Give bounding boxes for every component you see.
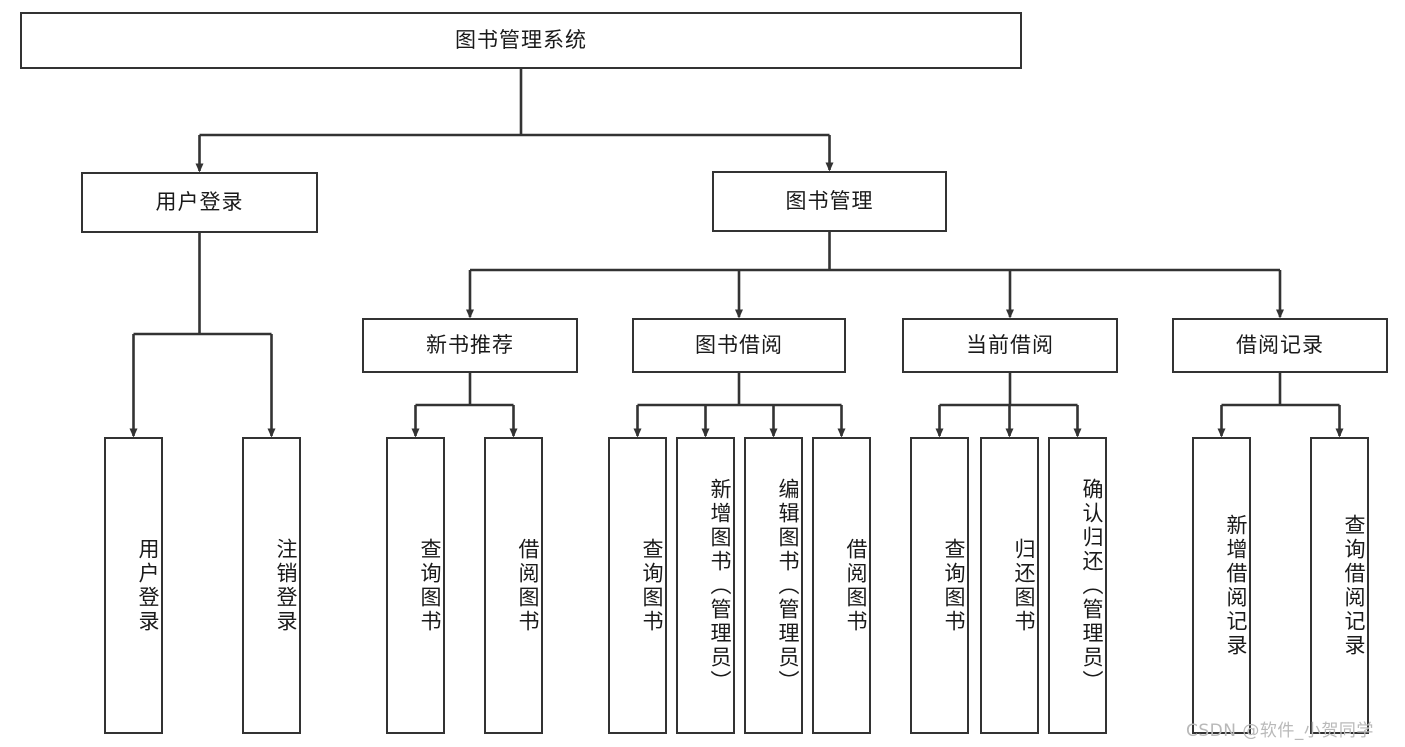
node-leaf-confirm-return-label: 确认归还（管理员） — [1080, 477, 1104, 694]
watermark: CSDN @软件_小贺同学 — [1186, 721, 1374, 741]
node-book-borrow-label: 图书借阅 — [695, 332, 783, 357]
node-root-label: 图书管理系统 — [455, 27, 587, 52]
node-current-borrow[interactable]: 当前借阅 — [902, 318, 1118, 373]
node-root[interactable]: 图书管理系统 — [20, 12, 1022, 69]
node-book-borrow[interactable]: 图书借阅 — [632, 318, 846, 373]
node-leaf-add-borrow-record-label: 新增借阅记录 — [1224, 513, 1248, 658]
node-book-manage[interactable]: 图书管理 — [712, 171, 947, 232]
node-user-login-label: 用户登录 — [155, 189, 244, 214]
node-leaf-user-login-label: 用户登录 — [136, 537, 160, 634]
node-leaf-add-book[interactable]: 新增图书（管理员） — [676, 437, 735, 734]
node-leaf-add-borrow-record[interactable]: 新增借阅记录 — [1192, 437, 1251, 734]
node-leaf-query-book-2-label: 查询图书 — [640, 537, 664, 634]
node-leaf-query-book-1[interactable]: 查询图书 — [386, 437, 445, 734]
node-new-book-recommend[interactable]: 新书推荐 — [362, 318, 578, 373]
node-leaf-user-login[interactable]: 用户登录 — [104, 437, 163, 734]
node-leaf-query-borrow-record[interactable]: 查询借阅记录 — [1310, 437, 1369, 734]
node-leaf-borrow-book-2-label: 借阅图书 — [844, 537, 868, 634]
node-borrow-record-label: 借阅记录 — [1236, 332, 1324, 357]
node-leaf-edit-book-label: 编辑图书（管理员） — [776, 477, 800, 694]
node-leaf-query-book-3-label: 查询图书 — [942, 537, 966, 634]
node-leaf-query-borrow-record-label: 查询借阅记录 — [1342, 513, 1366, 658]
node-leaf-edit-book[interactable]: 编辑图书（管理员） — [744, 437, 803, 734]
node-leaf-borrow-book-1-label: 借阅图书 — [516, 537, 540, 634]
node-book-manage-label: 图书管理 — [785, 188, 874, 213]
node-leaf-query-book-2[interactable]: 查询图书 — [608, 437, 667, 734]
node-new-book-recommend-label: 新书推荐 — [426, 332, 514, 357]
node-leaf-logout-label: 注销登录 — [274, 537, 298, 634]
node-leaf-return-book-label: 归还图书 — [1012, 537, 1036, 634]
node-leaf-query-book-3[interactable]: 查询图书 — [910, 437, 969, 734]
node-leaf-query-book-1-label: 查询图书 — [418, 537, 442, 634]
node-borrow-record[interactable]: 借阅记录 — [1172, 318, 1388, 373]
node-user-login[interactable]: 用户登录 — [81, 172, 318, 233]
node-leaf-logout[interactable]: 注销登录 — [242, 437, 301, 734]
node-leaf-return-book[interactable]: 归还图书 — [980, 437, 1039, 734]
node-leaf-borrow-book-2[interactable]: 借阅图书 — [812, 437, 871, 734]
node-leaf-add-book-label: 新增图书（管理员） — [708, 477, 732, 694]
node-leaf-confirm-return[interactable]: 确认归还（管理员） — [1048, 437, 1107, 734]
node-leaf-borrow-book-1[interactable]: 借阅图书 — [484, 437, 543, 734]
edge-paths — [129, 69, 1344, 438]
node-current-borrow-label: 当前借阅 — [966, 332, 1054, 357]
